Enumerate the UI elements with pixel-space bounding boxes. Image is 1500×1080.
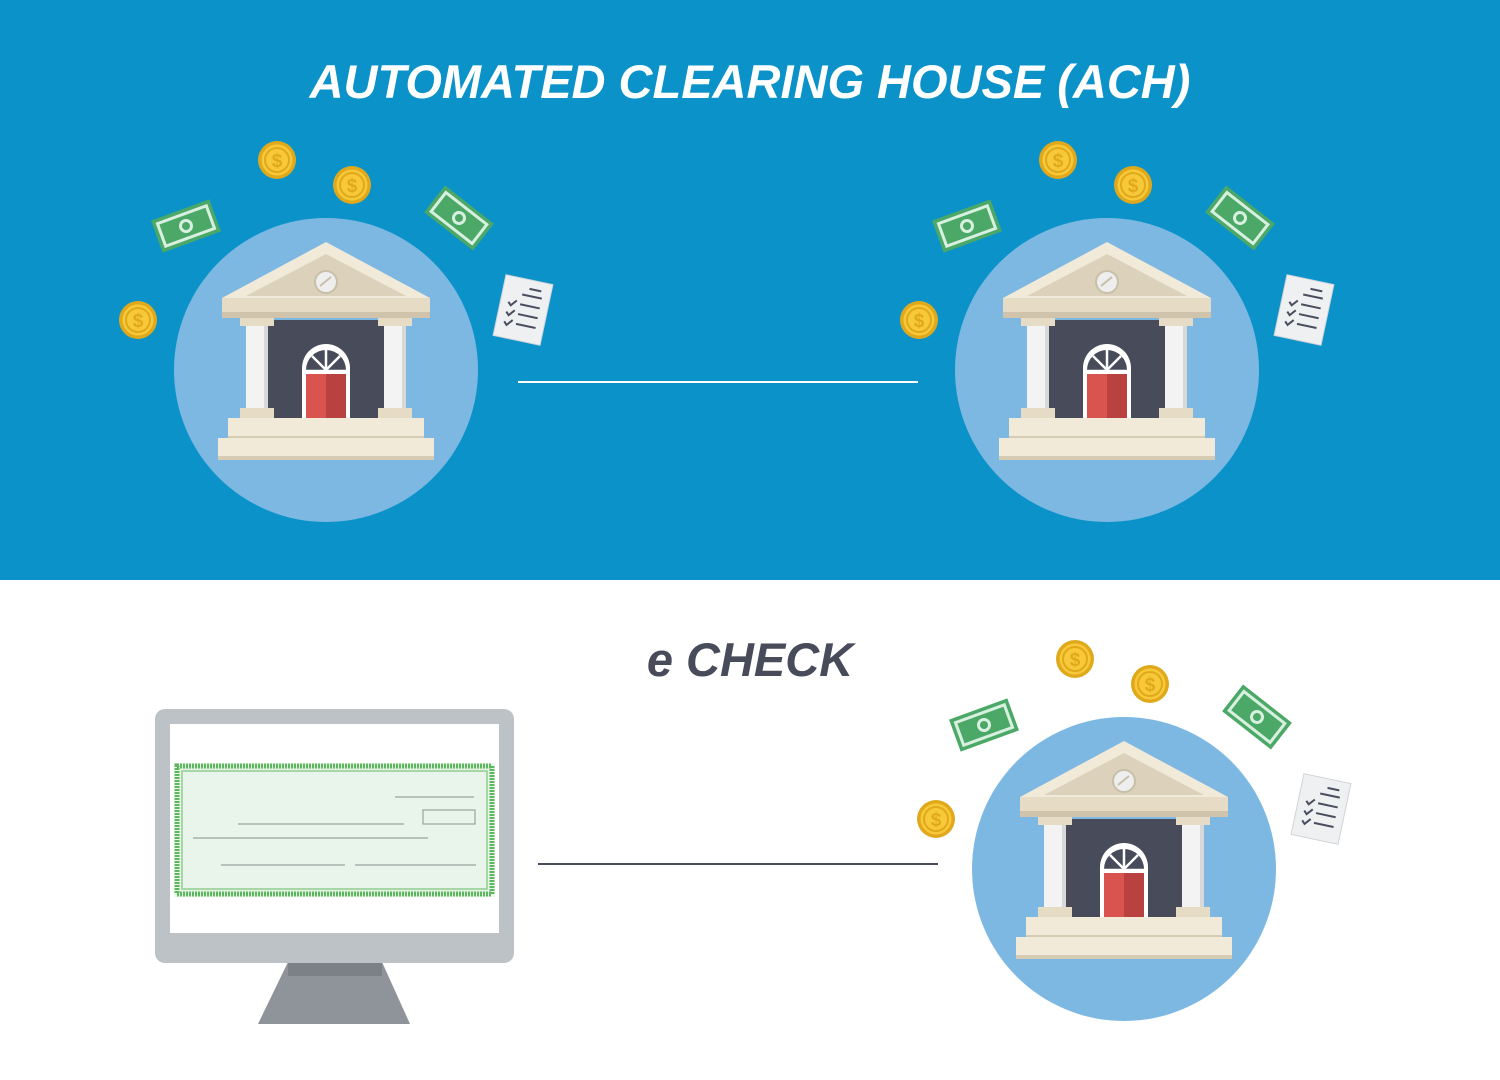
echeck-title: e CHECK: [646, 633, 854, 686]
echeck-connector-line: [538, 863, 938, 865]
dollar-bill-icon: [947, 696, 1021, 754]
ach-connector-line: [518, 381, 918, 383]
ach-title: AUTOMATED CLEARING HOUSE (ACH): [309, 55, 1191, 108]
coin-icon: [916, 799, 956, 839]
paper-check-icon: [174, 763, 495, 897]
coin-icon: [1130, 664, 1170, 704]
coin-icon: [1055, 639, 1095, 679]
checklist-document-icon: [1290, 772, 1352, 846]
dollar-bill-icon: [1220, 683, 1294, 751]
